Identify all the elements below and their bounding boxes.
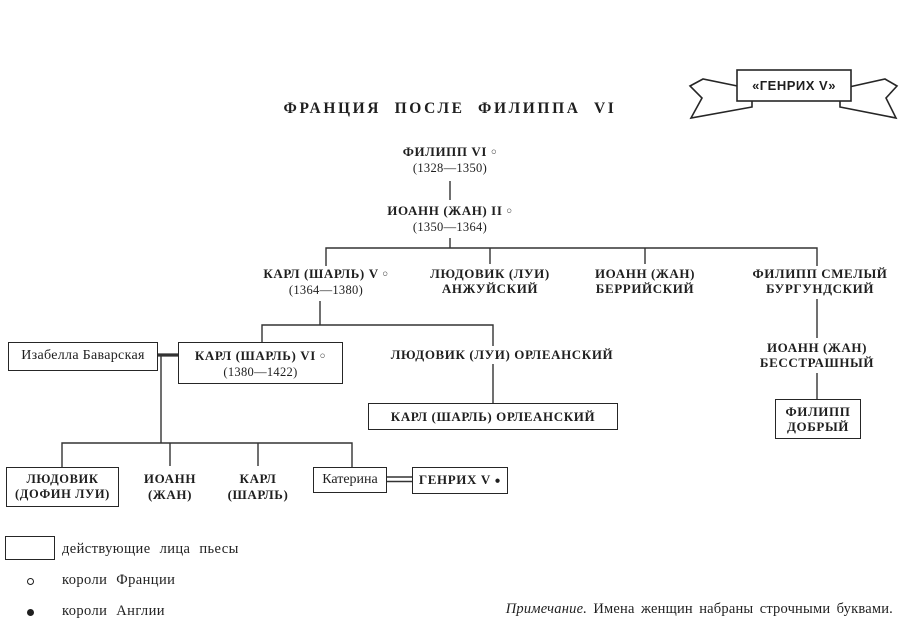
node-philip-bold: ФИЛИПП СМЕЛЫЙ БУРГУНДСКИЙ bbox=[752, 266, 888, 296]
node-charles-v-years: (1364—1380) bbox=[288, 283, 364, 297]
france-king-marker: ○ bbox=[319, 351, 327, 362]
france-king-icon bbox=[27, 578, 34, 585]
england-king-marker: ● bbox=[494, 475, 502, 487]
bus2 bbox=[261, 324, 494, 346]
node-philip-vi: ФИЛИПП VI ○ bbox=[402, 144, 498, 159]
node-louis-anjou: ЛЮДОВИК (ЛУИ) АНЖУЙСКИЙ bbox=[430, 266, 550, 296]
france-king-marker: ○ bbox=[490, 147, 498, 158]
node-john-berry: ИОАНН (ЖАН) БЕРРИЙСКИЙ bbox=[594, 266, 696, 296]
bus3 bbox=[61, 442, 353, 467]
bus1 bbox=[325, 247, 818, 266]
england-king-icon bbox=[27, 609, 34, 616]
node-john-ii: ИОАНН (ЖАН) II ○ bbox=[387, 203, 513, 218]
box-henry-v: ГЕНРИХ V ● bbox=[412, 467, 508, 494]
footnote: Примечание. Имена женщин набраны строчны… bbox=[300, 601, 893, 618]
box-katherine: Катерина bbox=[313, 467, 387, 493]
france-king-marker: ○ bbox=[506, 206, 513, 217]
ribbon-icon bbox=[688, 69, 899, 120]
node-john-jean: ИОАНН (ЖАН) bbox=[143, 471, 197, 502]
box-louis-dauphin: ЛЮДОВИК (ДОФИН ЛУИ) bbox=[6, 467, 119, 507]
node-philip-vi-years: (1328—1350) bbox=[412, 161, 488, 175]
box-charles-vi: КАРЛ (ШАРЛЬ) VI ○ (1380—1422) bbox=[178, 342, 343, 384]
node-john-fearless: ИОАНН (ЖАН) БЕССТРАШНЫЙ bbox=[759, 340, 875, 370]
footnote-text: Имена женщин набраны строчными буквами. bbox=[587, 601, 893, 617]
legend-france-label: короли Франции bbox=[62, 572, 176, 588]
node-charles-charles: КАРЛ (ШАРЛЬ) bbox=[227, 471, 289, 502]
node-charles-vi-years: (1380—1422) bbox=[223, 364, 298, 379]
node-john-ii-years: (1350—1364) bbox=[412, 220, 488, 234]
box-philip-good: ФИЛИПП ДОБРЫЙ bbox=[775, 399, 861, 439]
box-isabella: Изабелла Баварская bbox=[8, 342, 158, 371]
legend-box-label: действующие лица пьесы bbox=[62, 541, 239, 557]
box-charles-orleans: КАРЛ (ШАРЛЬ) ОРЛЕАНСКИЙ bbox=[368, 403, 618, 430]
france-king-marker: ○ bbox=[382, 269, 389, 280]
legend-england-label: короли Англии bbox=[62, 603, 165, 619]
footnote-lead: Примечание. bbox=[505, 601, 588, 617]
legend-box-icon bbox=[5, 536, 55, 560]
node-charles-v: КАРЛ (ШАРЛЬ) V ○ bbox=[263, 266, 389, 281]
play-title-banner: «ГЕНРИХ V» bbox=[752, 78, 836, 93]
page-title: ФРАНЦИЯ ПОСЛЕ ФИЛИППА VI bbox=[283, 100, 617, 117]
node-louis-orleans: ЛЮДОВИК (ЛУИ) ОРЛЕАНСКИЙ bbox=[390, 347, 614, 362]
